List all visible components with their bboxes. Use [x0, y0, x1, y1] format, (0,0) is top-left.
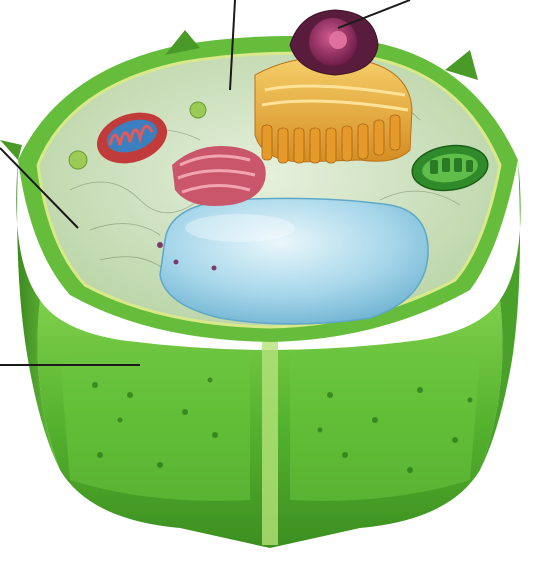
vesicle [69, 151, 87, 169]
cell-wall-groove [262, 340, 278, 545]
vacuole [160, 198, 428, 324]
golgi-apparatus [172, 146, 266, 206]
nucleolus [329, 31, 347, 49]
vesicle [190, 102, 206, 118]
